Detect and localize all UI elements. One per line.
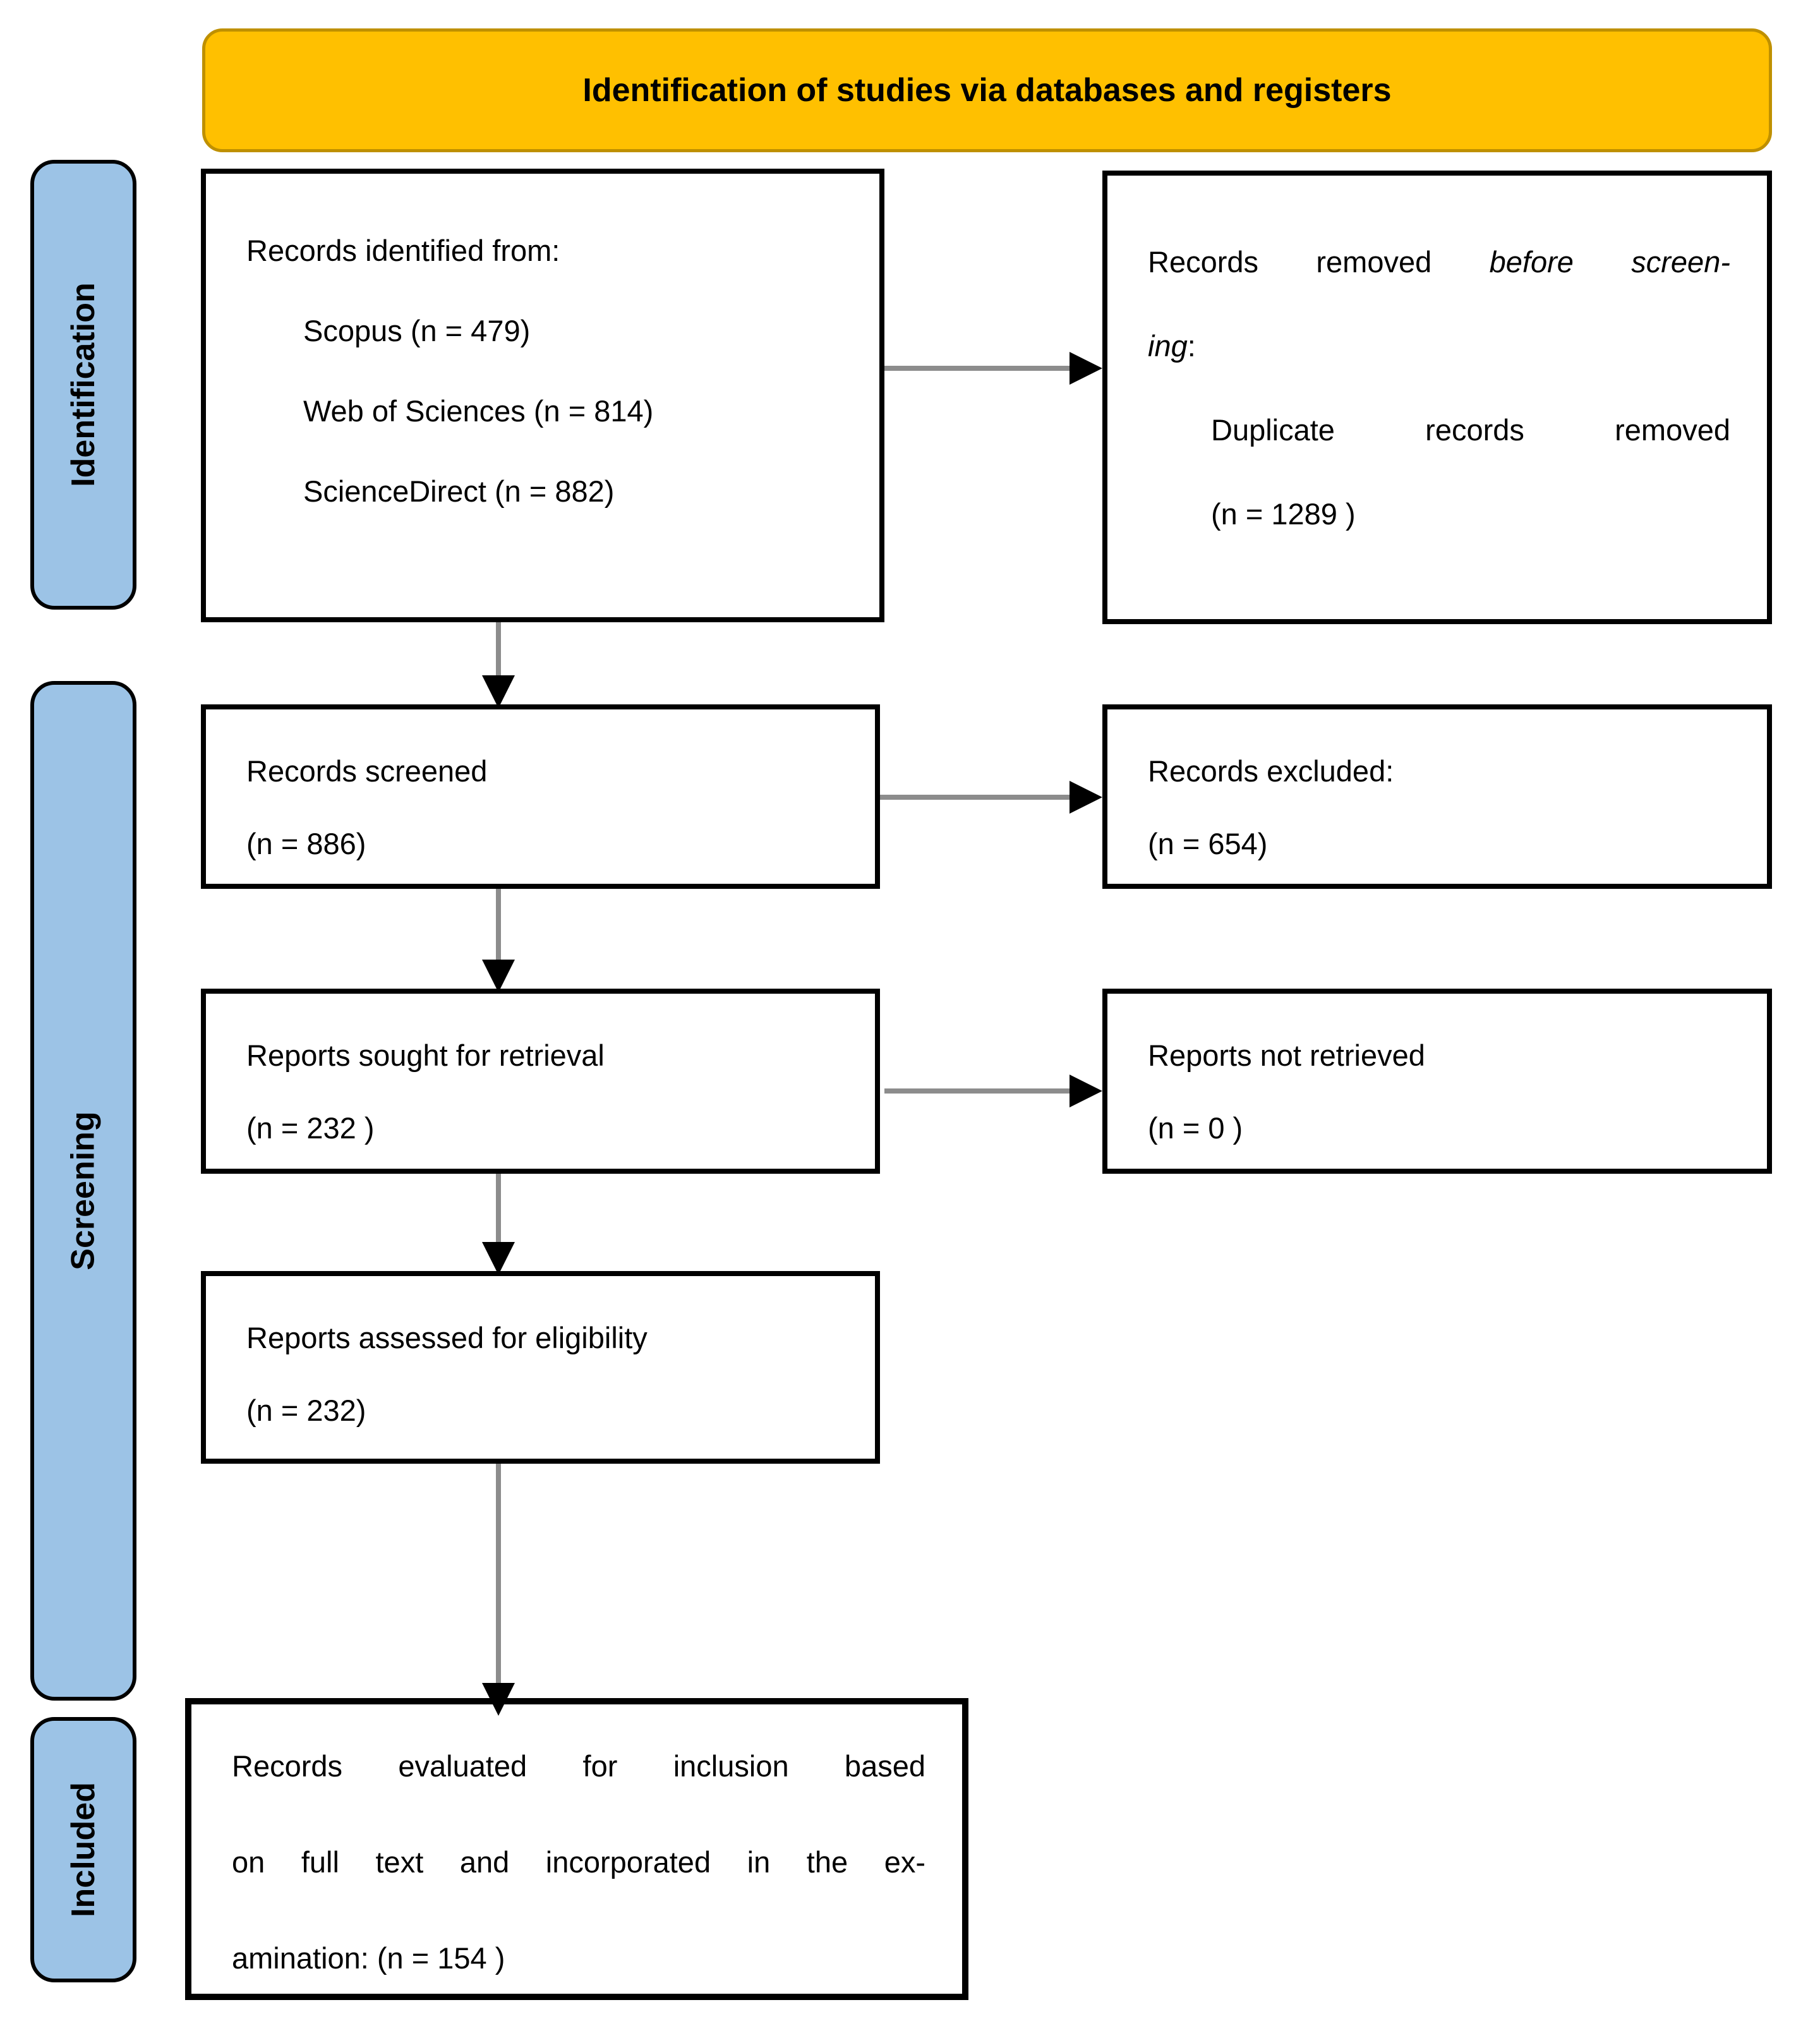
records-removed-line1: Records removed before screen- [1148,245,1730,279]
arrow-head-right-icon [1070,781,1102,814]
records-evaluated-line3: amination: (n = 154 ) [232,1941,505,1975]
arrow-shaft [884,366,1070,371]
banner-title: Identification of studies via databases … [582,72,1392,109]
records-identified-sciencedirect: ScienceDirect (n = 882) [303,474,615,508]
records-removed-duplicates: Duplicate records removed [1211,413,1730,447]
stage-bar-identification: Identification [30,160,136,610]
arrow-shaft [496,1174,501,1244]
records-identified-web-of-sciences: Web of Sciences (n = 814) [303,394,654,428]
arrow-head-right-icon [1070,352,1102,385]
arrow-shaft [496,889,501,961]
arrow-head-down-icon [482,675,515,708]
reports-sought-count: (n = 232 ) [246,1111,375,1145]
box-records-screened: Records screened (n = 886) [201,704,880,889]
box-records-evaluated-for-inclusion: Records evaluated for inclusion based on… [185,1698,968,2000]
records-excluded-count: (n = 654) [1148,827,1268,860]
records-excluded-label: Records excluded: [1148,754,1394,788]
reports-not-retrieved-label: Reports not retrieved [1148,1039,1425,1072]
arrow-shaft [496,1464,501,1685]
records-screened-count: (n = 886) [246,827,366,860]
records-identified-scopus: Scopus (n = 479) [303,314,531,347]
records-evaluated-line1: Records evaluated for inclusion based [232,1749,925,1783]
box-reports-assessed: Reports assessed for eligibility (n = 23… [201,1271,880,1464]
records-removed-count: (n = 1289 ) [1211,497,1356,531]
arrow-shaft [496,622,501,677]
box-records-excluded: Records excluded: (n = 654) [1102,704,1772,889]
arrow-head-down-icon [482,960,515,992]
reports-not-retrieved-count: (n = 0 ) [1148,1111,1243,1145]
arrow-shaft [884,1088,1070,1094]
box-reports-not-retrieved: Reports not retrieved (n = 0 ) [1102,989,1772,1174]
arrow-shaft [880,795,1070,800]
stage-label-screening: Screening [65,1111,102,1270]
records-identified-title: Records identified from: [246,234,560,267]
arrow-head-down-icon [482,1683,515,1716]
box-reports-sought: Reports sought for retrieval (n = 232 ) [201,989,880,1174]
stage-bar-included: Included [30,1717,136,1982]
stage-bar-screening: Screening [30,681,136,1701]
box-records-removed-before-screening: Records removed before screen- ing: Dupl… [1102,171,1772,624]
arrow-head-down-icon [482,1242,515,1275]
records-removed-line2: ing: [1148,329,1196,363]
reports-assessed-count: (n = 232) [246,1394,366,1427]
stage-label-included: Included [65,1782,102,1917]
stage-label-identification: Identification [65,282,102,487]
records-screened-label: Records screened [246,754,488,788]
reports-assessed-label: Reports assessed for eligibility [246,1321,648,1354]
arrow-head-right-icon [1070,1075,1102,1107]
box-records-identified: Records identified from: Scopus (n = 479… [201,169,884,622]
reports-sought-label: Reports sought for retrieval [246,1039,605,1072]
banner: Identification of studies via databases … [202,28,1772,152]
records-evaluated-line2: on full text and incorporated in the ex- [232,1845,925,1879]
